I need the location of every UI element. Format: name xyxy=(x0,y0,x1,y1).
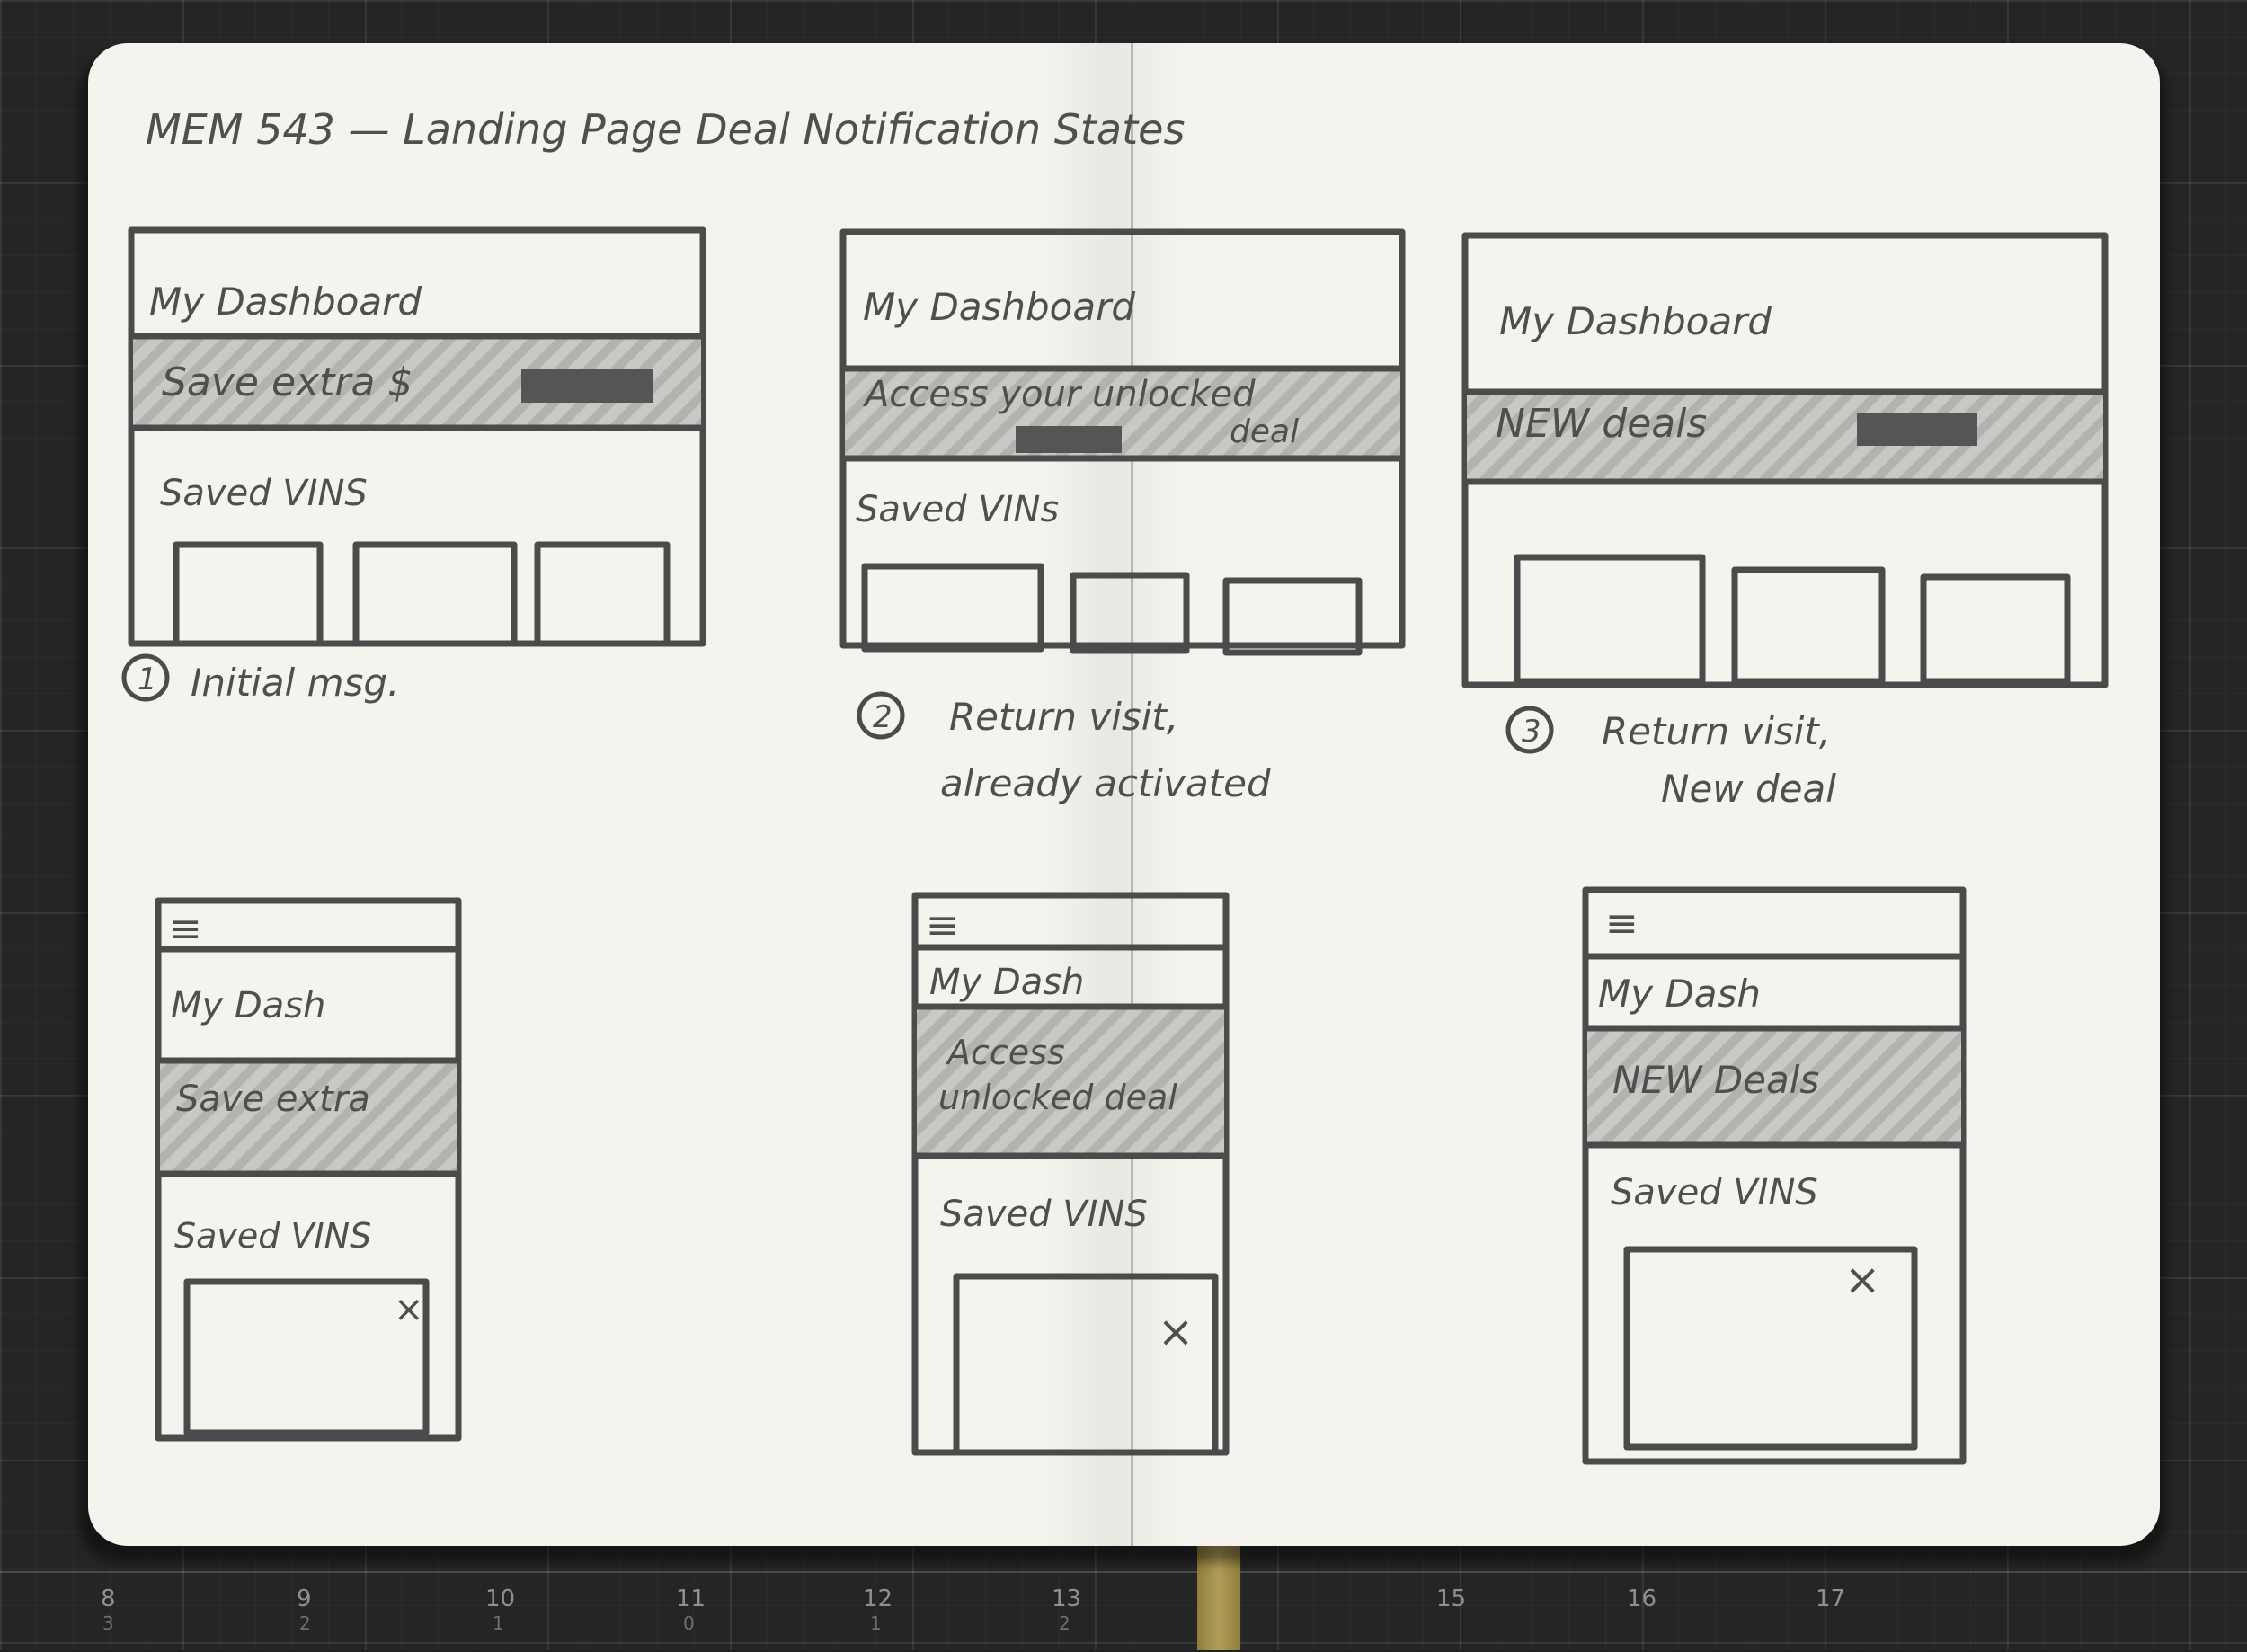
banner-hatch xyxy=(160,1061,457,1174)
dashboard-header: My Dashboard xyxy=(863,285,1135,329)
vin-card xyxy=(861,563,1044,653)
mobile-dashboard-header: My Dash xyxy=(929,962,1084,1003)
hamburger-menu-icon[interactable]: ≡ xyxy=(169,906,202,952)
desktop-wireframe-2 xyxy=(839,228,1406,740)
cta-button xyxy=(1857,413,1977,446)
step-caption: Return visit, xyxy=(1602,709,1831,753)
ruler-mark: 11 xyxy=(676,1585,706,1612)
step-caption: Initial msg. xyxy=(191,661,399,705)
mobile-banner-message: NEW Deals xyxy=(1612,1058,1819,1102)
ruler-sub-mark: 1 xyxy=(493,1612,504,1634)
vin-card xyxy=(534,541,671,647)
saved-vins-label: Saved VINS xyxy=(940,1194,1148,1235)
banner-hatch xyxy=(917,1007,1224,1156)
ruler-sub-mark: 2 xyxy=(1059,1612,1070,1634)
vin-card xyxy=(183,1278,430,1436)
hamburger-menu-icon[interactable]: ≡ xyxy=(1605,901,1639,946)
ruler-mark: 16 xyxy=(1627,1585,1657,1612)
desktop-wireframe-3 xyxy=(1461,232,2109,754)
hamburger-menu-icon[interactable]: ≡ xyxy=(926,902,959,948)
ruler-mark: 10 xyxy=(485,1585,516,1612)
mobile-dashboard-header: My Dash xyxy=(1598,972,1761,1016)
mobile-banner-message: Access xyxy=(945,1033,1065,1072)
saved-vins-label: Saved VINS xyxy=(174,1216,371,1256)
cta-button xyxy=(1016,426,1122,453)
mobile-frame xyxy=(1582,886,1967,1465)
banner-message: Access your unlocked xyxy=(862,374,1256,415)
mobile-banner-message: Save extra xyxy=(176,1079,370,1120)
ruler-mark: 17 xyxy=(1816,1585,1846,1612)
step-number: 3 xyxy=(1522,714,1541,750)
banner-message-line2: deal xyxy=(1230,413,1299,450)
dashboard-header: My Dashboard xyxy=(1499,299,1772,343)
step-number: 1 xyxy=(138,662,157,697)
close-icon[interactable]: × xyxy=(394,1289,424,1330)
mobile-dashboard-header: My Dash xyxy=(171,985,325,1026)
ruler-mark: 15 xyxy=(1436,1585,1467,1612)
step-badge xyxy=(1505,706,1554,754)
vin-card xyxy=(953,1273,1219,1456)
step-caption-line2: already activated xyxy=(940,761,1271,805)
ruler-mark: 8 xyxy=(101,1585,116,1612)
saved-vins-label: Saved VINS xyxy=(160,473,368,514)
saved-vins-label: Saved VINS xyxy=(1611,1172,1818,1213)
cta-button xyxy=(521,369,653,403)
saved-vins-label: Saved VINs xyxy=(856,489,1059,530)
close-icon[interactable]: × xyxy=(1844,1255,1880,1305)
mobile-wireframe-1 xyxy=(155,897,462,1442)
mat-ruler: 8 3 9 2 10 1 11 0 12 1 13 2 15 16 17 xyxy=(0,1571,2247,1652)
desktop-frame xyxy=(1461,232,2109,688)
sketch-title: MEM 543 — Landing Page Deal Notification… xyxy=(146,105,1185,154)
vin-card xyxy=(352,541,518,647)
step-caption: Return visit, xyxy=(949,695,1178,739)
mobile-wireframe-2 xyxy=(911,892,1230,1456)
mobile-frame xyxy=(155,897,462,1442)
vin-card xyxy=(173,541,324,647)
mobile-banner-message-line2: unlocked deal xyxy=(938,1078,1177,1117)
mobile-wireframe-3 xyxy=(1582,886,1967,1465)
step-caption-line2: New deal xyxy=(1661,767,1836,811)
step-number: 2 xyxy=(873,699,893,735)
vin-card xyxy=(1731,566,1886,685)
desktop-wireframe-1 xyxy=(121,226,706,702)
ruler-sub-mark: 0 xyxy=(683,1612,695,1634)
vin-card xyxy=(1070,572,1190,654)
ruler-sub-mark: 1 xyxy=(870,1612,882,1634)
banner-hatch xyxy=(845,369,1400,458)
banner-message: Save extra $ xyxy=(162,360,413,405)
ruler-mark: 12 xyxy=(863,1585,893,1612)
ruler-sub-mark: 3 xyxy=(102,1612,114,1634)
vin-card xyxy=(1623,1246,1918,1451)
ruler-mark: 13 xyxy=(1052,1585,1082,1612)
vin-card xyxy=(1920,573,2071,685)
notebook-page xyxy=(88,43,2160,1546)
banner-hatch xyxy=(1587,1028,1961,1145)
banner-message: NEW deals xyxy=(1496,401,1707,447)
close-icon[interactable]: × xyxy=(1158,1307,1194,1357)
desktop-frame xyxy=(839,228,1406,649)
vin-card xyxy=(1222,577,1363,656)
ruler-sub-mark: 2 xyxy=(299,1612,311,1634)
step-badge xyxy=(857,691,905,740)
step-badge xyxy=(121,653,170,702)
banner-hatch xyxy=(1467,392,2103,482)
ruler-mark: 9 xyxy=(297,1585,312,1612)
vin-card xyxy=(1514,554,1706,685)
dashboard-header: My Dashboard xyxy=(149,280,422,324)
notebook-gutter xyxy=(1131,43,1133,1546)
